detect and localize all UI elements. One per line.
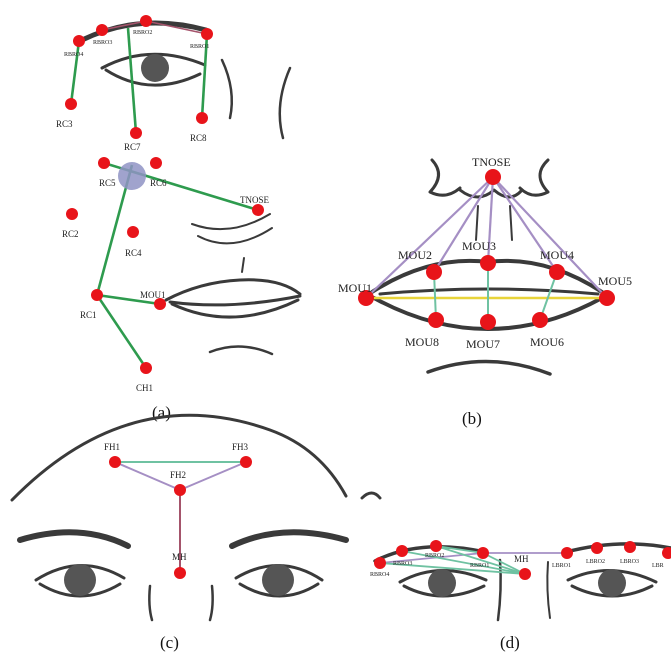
landmark-RC3 — [65, 98, 77, 110]
label-LBRO1: LBRO1 — [552, 563, 571, 569]
label-RC7: RC7 — [124, 142, 141, 152]
label-CH1: CH1 — [136, 383, 153, 393]
landmark-RC4 — [127, 226, 139, 238]
landmark-LBRO3 — [624, 541, 636, 553]
landmark-RC2 — [66, 208, 78, 220]
landmark-RC6 — [150, 157, 162, 169]
label-MOU2: MOU2 — [398, 248, 432, 262]
label-RC4: RC4 — [125, 248, 142, 258]
landmark-MOU5 — [599, 290, 615, 306]
label-RC2: RC2 — [62, 229, 79, 239]
label-MOU5: MOU5 — [598, 274, 632, 288]
label-RBRO1-d: RBRO1 — [470, 563, 489, 569]
panel-d: RBRO4 RBRO3 RBRO2 RBRO1 MH LBRO1 LBRO2 L… — [362, 493, 671, 652]
landmark-CH1 — [140, 362, 152, 374]
landmark-RBRO4 — [73, 35, 85, 47]
landmark-FH3 — [240, 456, 252, 468]
label-FH3: FH3 — [232, 442, 249, 452]
label-MH-c: MH — [172, 552, 187, 562]
panel-a-pupil — [141, 54, 169, 82]
label-RBRO1: RBRO1 — [190, 44, 209, 50]
landmark-FH1 — [109, 456, 121, 468]
label-RBRO3: RBRO3 — [93, 40, 112, 46]
landmark-FH2 — [174, 484, 186, 496]
landmark-MOU4 — [549, 264, 565, 280]
label-MH-d: MH — [514, 554, 529, 564]
label-LBRO2: LBRO2 — [586, 559, 605, 565]
landmark-TNOSE-b — [485, 169, 501, 185]
panel-c-left-pupil — [64, 564, 96, 596]
landmark-LBRO2 — [591, 542, 603, 554]
landmark-RBRO2-d — [430, 540, 442, 552]
label-MOU6: MOU6 — [530, 335, 564, 349]
panel-c-caption: (c) — [160, 633, 179, 652]
landmark-MOU2 — [426, 264, 442, 280]
label-RC5: RC5 — [99, 178, 116, 188]
label-MOU1: MOU1 — [140, 290, 166, 300]
landmark-RC5 — [98, 157, 110, 169]
landmark-TNOSE — [252, 204, 264, 216]
panel-c-right-pupil — [262, 564, 294, 596]
landmark-MOU3 — [480, 255, 496, 271]
label-MOU8: MOU8 — [405, 335, 439, 349]
label-RBRO4: RBRO4 — [64, 52, 83, 58]
panel-c: FH1 FH3 FH2 MH (c) — [12, 415, 346, 652]
panel-a-highlight-circle — [118, 162, 146, 190]
label-RC6: RC6 — [150, 178, 167, 188]
label-MOU4: MOU4 — [540, 248, 574, 262]
label-RC3: RC3 — [56, 119, 73, 129]
panel-d-left-pupil — [428, 569, 456, 597]
landmark-MH-d — [519, 568, 531, 580]
label-LBRO3: LBRO3 — [620, 559, 639, 565]
label-RBRO4-d: RBRO4 — [370, 572, 389, 578]
landmark-RC8 — [196, 112, 208, 124]
landmark-MOU6 — [532, 312, 548, 328]
panel-b: TNOSE MOU1 MOU2 MOU3 MOU4 MOU5 MOU6 MOU7… — [338, 155, 632, 428]
label-LBRO4: LBR — [652, 563, 664, 569]
landmark-RC1 — [91, 289, 103, 301]
label-TNOSE-b: TNOSE — [472, 155, 511, 169]
panel-a: RBRO1 RBRO2 RBRO3 RBRO4 RC3 RC7 RC8 RC5 … — [56, 15, 300, 422]
label-RBRO3-d: RBRO3 — [393, 561, 412, 567]
label-TNOSE: TNOSE — [240, 195, 270, 205]
landmark-RBRO3 — [96, 24, 108, 36]
label-RC1: RC1 — [80, 310, 97, 320]
label-RBRO2-d: RBRO2 — [425, 553, 444, 559]
label-RC8: RC8 — [190, 133, 207, 143]
landmark-RC7 — [130, 127, 142, 139]
label-FH1: FH1 — [104, 442, 120, 452]
landmark-RBRO1 — [201, 28, 213, 40]
label-MOU1-b: MOU1 — [338, 281, 372, 295]
landmark-LBRO4 — [662, 547, 671, 559]
label-MOU7: MOU7 — [466, 337, 500, 351]
landmark-MOU8 — [428, 312, 444, 328]
landmark-LBRO1 — [561, 547, 573, 559]
landmark-RBRO2 — [140, 15, 152, 27]
label-FH2: FH2 — [170, 470, 186, 480]
label-RBRO2: RBRO2 — [133, 30, 152, 36]
panel-b-caption: (b) — [462, 409, 482, 428]
label-MOU3: MOU3 — [462, 239, 496, 253]
landmark-MH-c — [174, 567, 186, 579]
landmark-RBRO4-d — [374, 557, 386, 569]
landmark-RBRO1-d — [477, 547, 489, 559]
panel-d-caption: (d) — [500, 633, 520, 652]
panel-d-right-pupil — [598, 569, 626, 597]
landmark-MOU7 — [480, 314, 496, 330]
landmark-RBRO3-d — [396, 545, 408, 557]
